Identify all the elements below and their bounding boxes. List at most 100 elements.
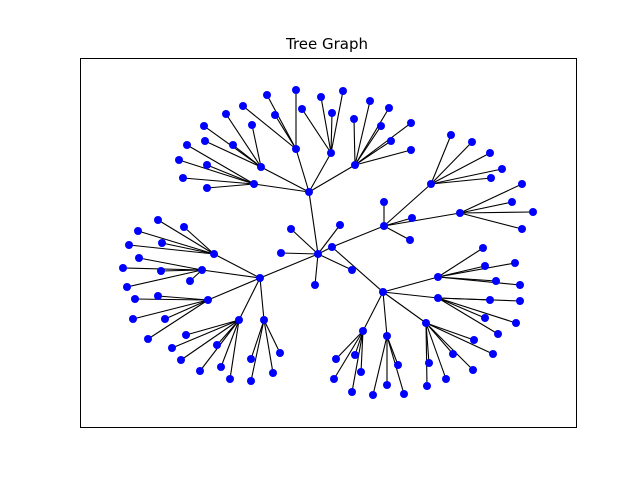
tree-node bbox=[210, 250, 218, 258]
tree-edge bbox=[330, 112, 333, 154]
tree-node bbox=[359, 327, 367, 335]
tree-node bbox=[203, 184, 211, 192]
tree-node bbox=[423, 382, 431, 390]
tree-node bbox=[144, 335, 152, 343]
tree-edge bbox=[317, 253, 353, 271]
tree-node bbox=[277, 249, 285, 257]
tree-edge bbox=[330, 90, 344, 154]
tree-node bbox=[222, 110, 230, 118]
tree-node bbox=[479, 244, 487, 252]
tree-node bbox=[123, 283, 131, 291]
tree-node bbox=[175, 156, 183, 164]
tree-edge bbox=[232, 144, 262, 168]
tree-node bbox=[256, 274, 264, 282]
tree-node bbox=[180, 223, 188, 231]
tree-edge bbox=[138, 257, 203, 271]
tree-node bbox=[425, 359, 433, 367]
tree-edge bbox=[382, 276, 439, 293]
tree-edge bbox=[308, 164, 356, 193]
tree-node bbox=[348, 266, 356, 274]
tree-edge bbox=[250, 319, 265, 382]
tree-edge bbox=[160, 269, 203, 272]
tree-node bbox=[332, 355, 340, 363]
tree-edge bbox=[353, 118, 356, 166]
tree-node bbox=[298, 105, 306, 113]
tree-edges bbox=[122, 90, 534, 396]
tree-node bbox=[339, 87, 347, 95]
tree-node bbox=[157, 267, 165, 275]
tree-edge bbox=[180, 319, 240, 361]
tree-node bbox=[168, 344, 176, 352]
tree-edge bbox=[320, 96, 332, 154]
tree-node bbox=[200, 122, 208, 130]
tree-edge bbox=[459, 183, 523, 214]
tree-node bbox=[489, 350, 497, 358]
tree-node bbox=[179, 174, 187, 182]
tree-edge bbox=[437, 297, 499, 335]
tree-edge bbox=[201, 269, 261, 279]
tree-edge bbox=[331, 225, 385, 248]
tree-node bbox=[125, 241, 133, 249]
tree-edge bbox=[132, 299, 209, 320]
tree-edge bbox=[266, 94, 297, 150]
tree-node bbox=[314, 250, 322, 258]
tree-edge bbox=[134, 298, 209, 301]
tree-node bbox=[434, 294, 442, 302]
tree-node bbox=[311, 281, 319, 289]
plot-frame bbox=[80, 58, 577, 428]
tree-edge bbox=[250, 319, 265, 360]
tree-node bbox=[494, 330, 502, 338]
tree-edge bbox=[164, 299, 209, 320]
tree-node bbox=[198, 266, 206, 274]
tree-edge bbox=[274, 114, 297, 150]
tree-edge bbox=[354, 107, 390, 166]
tree-node bbox=[239, 102, 247, 110]
tree-node bbox=[317, 93, 325, 101]
tree-node bbox=[196, 367, 204, 375]
tree-node bbox=[135, 254, 143, 262]
tree-edge bbox=[354, 125, 382, 166]
tree-edge bbox=[430, 152, 491, 185]
tree-edge bbox=[425, 322, 494, 355]
tree-edge bbox=[308, 152, 332, 193]
tree-edge bbox=[382, 291, 439, 299]
tree-edge bbox=[238, 277, 261, 321]
tree-node bbox=[250, 180, 258, 188]
tree-edge bbox=[383, 183, 432, 227]
tree-node bbox=[379, 288, 387, 296]
tree-node bbox=[177, 356, 185, 364]
tree-node bbox=[406, 236, 414, 244]
tree-edge bbox=[430, 141, 473, 185]
tree-node bbox=[183, 141, 191, 149]
tree-node bbox=[327, 149, 335, 157]
tree-node bbox=[442, 375, 450, 383]
tree-edge bbox=[308, 191, 319, 255]
tree-edge bbox=[280, 252, 319, 255]
tree-edge bbox=[260, 166, 310, 193]
tree-node bbox=[400, 390, 408, 398]
tree-node bbox=[481, 262, 489, 270]
tree-node bbox=[516, 281, 524, 289]
tree-edge bbox=[314, 253, 319, 286]
tree-edge bbox=[295, 148, 310, 193]
tree-node bbox=[129, 315, 137, 323]
tree-node bbox=[511, 259, 519, 267]
tree-edge bbox=[425, 322, 428, 387]
tree-node bbox=[350, 115, 358, 123]
tree-edge bbox=[382, 291, 427, 324]
tree-edge bbox=[213, 253, 261, 279]
tree-node bbox=[248, 121, 256, 129]
tree-node bbox=[518, 180, 526, 188]
tree-node bbox=[247, 355, 255, 363]
tree-node bbox=[336, 221, 344, 229]
tree-node bbox=[387, 137, 395, 145]
tree-node bbox=[351, 161, 359, 169]
tree-node bbox=[134, 227, 142, 235]
tree-edge bbox=[225, 113, 262, 168]
tree-node bbox=[408, 214, 416, 222]
tree-node bbox=[380, 222, 388, 230]
tree-node bbox=[348, 388, 356, 396]
tree-edge bbox=[360, 330, 364, 373]
tree-node bbox=[292, 145, 300, 153]
